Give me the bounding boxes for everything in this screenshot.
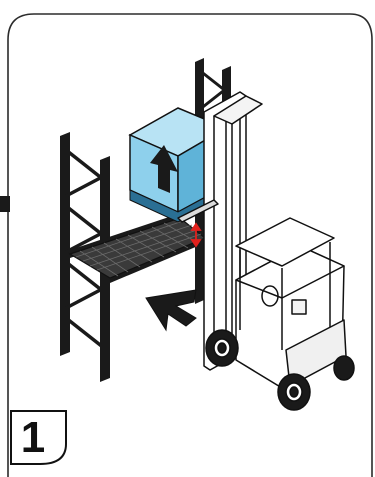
- arrow-direction-icon: [146, 290, 196, 330]
- rear-wheel: [278, 374, 310, 410]
- forklift: [178, 92, 354, 410]
- step-number: 1: [10, 412, 56, 464]
- front-wheel: [206, 330, 238, 366]
